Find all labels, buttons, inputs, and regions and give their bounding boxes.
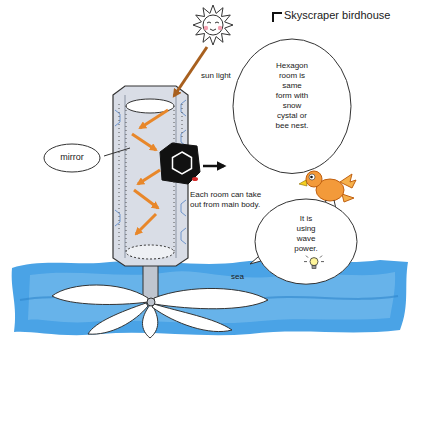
label-wrap: sea: [231, 265, 244, 283]
sun-icon: [207, 22, 219, 31]
bubble-ellipse: [44, 144, 100, 172]
sun-icon: [218, 26, 222, 30]
node-text-holder: mirror: [60, 152, 85, 163]
light-bulb-icon: [312, 266, 316, 269]
sun-icon: [193, 5, 233, 45]
bird-figure: [309, 174, 315, 180]
label-wrap: sun light: [201, 64, 231, 82]
hexagon-room: [160, 143, 200, 184]
bubble-text: Hexagon room is same form with snow cyst…: [275, 61, 309, 131]
wave-power-blades: [154, 288, 268, 308]
sunlight-label: sun light: [201, 71, 231, 81]
bird-figure: [306, 171, 322, 187]
node-text-holder: Hexagon room is same form with snow cyst…: [275, 61, 309, 131]
sun-icon: [193, 5, 233, 45]
light-bulb-icon: [310, 258, 318, 266]
tower-body: [126, 245, 174, 259]
node-text-holder: It is using wave power.: [294, 214, 319, 254]
light-reflection-arrows: [138, 170, 160, 184]
diagram-title: Skyscraper birdhouse: [284, 9, 390, 23]
room-note: Each room can take out from main body.: [190, 190, 274, 210]
wave-power-blades: [52, 285, 148, 304]
wave-power-blades: [147, 298, 155, 306]
hexagon-room: [160, 143, 224, 184]
speech-bubble: It is using wave power.: [254, 198, 358, 285]
bird-figure: [342, 194, 354, 202]
light-reflection-arrows: [140, 110, 168, 128]
bubble-text: mirror: [60, 152, 85, 163]
bubble-text: It is using wave power.: [294, 214, 319, 254]
light-bulb-icon: [304, 256, 324, 269]
bird-figure: [310, 176, 313, 179]
bubble-ellipse: [233, 39, 351, 174]
title-wrap: Skyscraper birdhouse: [284, 9, 390, 23]
hexagon-room: [203, 165, 224, 168]
light-bulb-icon: [304, 256, 324, 262]
light-reflection-arrows: [132, 134, 156, 150]
wave-power-blades: [152, 304, 232, 332]
sea-water: [28, 271, 395, 323]
bubble-ellipse: [255, 199, 357, 284]
hexagon-room: [173, 152, 192, 174]
sun-icon: [204, 26, 208, 30]
light-reflection-arrows: [136, 214, 156, 234]
sea-water: [12, 260, 408, 335]
bird-figure: [299, 180, 307, 186]
wave-power-blades: [52, 262, 268, 338]
sun-icon: [203, 15, 223, 35]
sea-label: sea: [231, 272, 244, 282]
mirror-leader-line: [104, 148, 130, 156]
mirror-callout: mirror: [43, 143, 101, 173]
label-wrap: Each room can take out from main body.: [190, 190, 274, 211]
title-bracket: [273, 13, 282, 22]
light-reflection-arrows: [134, 190, 158, 208]
speech-bubble: Hexagon room is same form with snow cyst…: [232, 38, 352, 175]
sea-water: [12, 260, 408, 335]
hexagon-room: [192, 177, 198, 181]
wave-power-blades: [88, 303, 148, 334]
